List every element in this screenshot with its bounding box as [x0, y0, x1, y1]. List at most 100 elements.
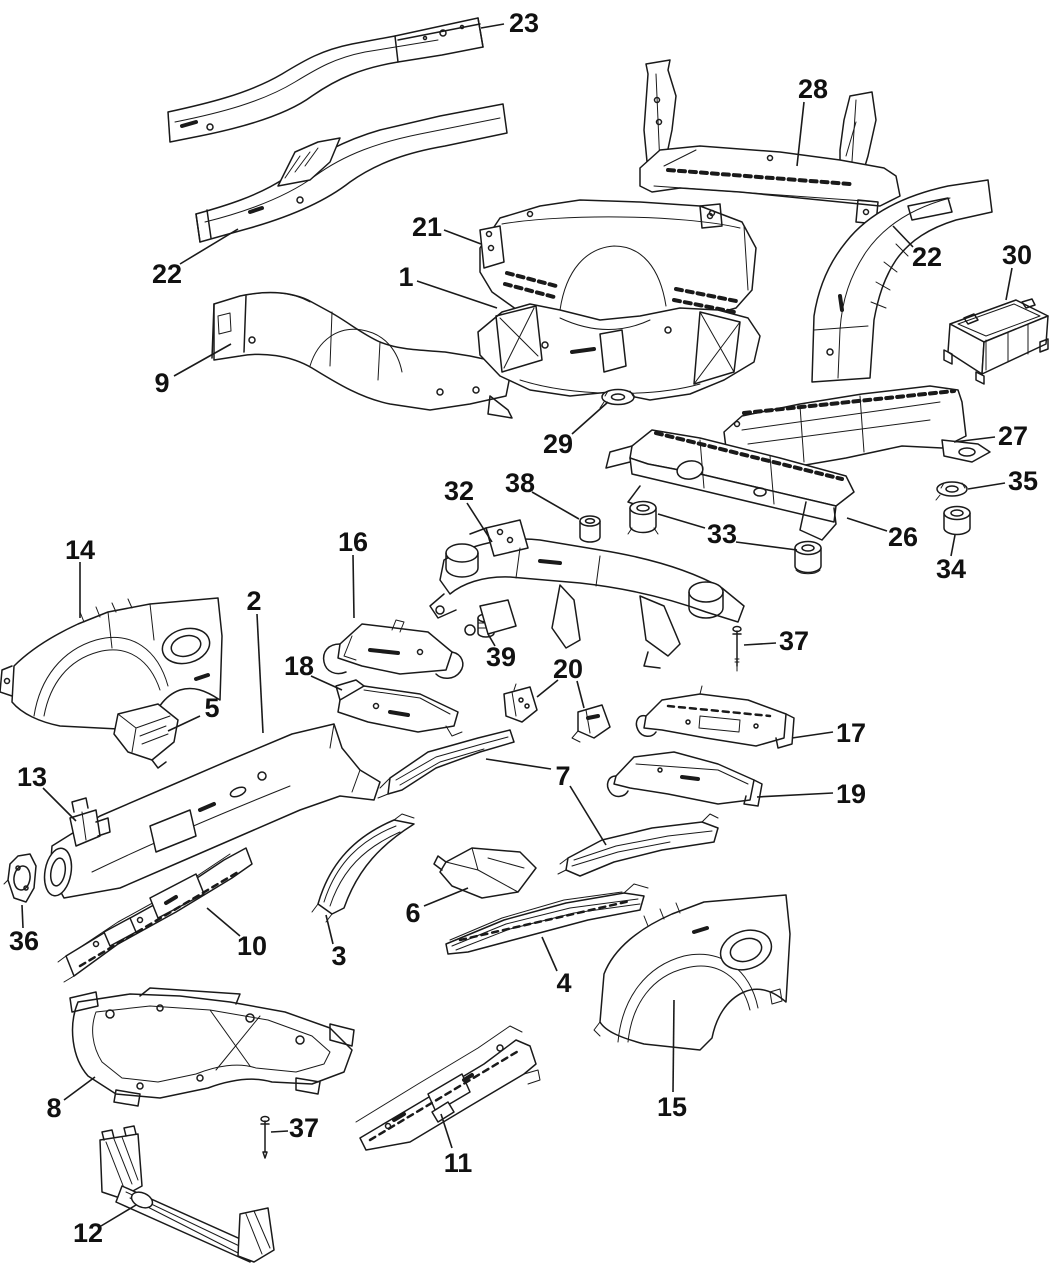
part-22-frame-rail-left	[195, 103, 508, 243]
callout-37-bolt-upper: 37	[779, 626, 809, 656]
part-38-bushing	[579, 515, 601, 543]
callout-29-washer-29: 29	[543, 429, 573, 459]
leader-engine-cradle	[63, 1076, 96, 1101]
part-37-bolt-upper	[732, 625, 742, 672]
callout-21-dash-panel-bracket: 21	[412, 212, 442, 242]
leader-front-rail	[256, 613, 264, 734]
callout-8-engine-cradle: 8	[46, 1093, 61, 1123]
callout-4-sill-rail-4: 4	[556, 968, 571, 998]
part-10-sill-rail	[57, 847, 253, 983]
part-30-battery-tray	[943, 298, 1049, 385]
callout-26-rear-crossmember: 26	[888, 522, 918, 552]
part-29-washer	[599, 388, 635, 409]
leader-washer-29	[571, 401, 609, 435]
callout-37-bolt-lower: 37	[289, 1113, 319, 1143]
leader-brackets-20	[536, 679, 559, 698]
leader-sill-rail-4	[541, 936, 558, 972]
callout-17-rail-17: 17	[836, 718, 866, 748]
leader-rear-side-rail	[953, 436, 996, 443]
leader-bolt-lower	[270, 1130, 289, 1133]
part-18-rail	[335, 679, 463, 737]
callout-18-rail-18: 18	[284, 651, 314, 681]
leader-cowl-assembly	[416, 280, 498, 309]
part-28-rear-body-panel	[639, 59, 901, 229]
callout-32-suspension-crossmember: 32	[444, 476, 474, 506]
leader-suspension-crossmember	[466, 502, 493, 543]
part-36-plate	[3, 853, 37, 903]
callout-38-bushing-38: 38	[505, 468, 535, 498]
leader-bushings-33	[657, 513, 706, 529]
leader-sill-rail-11	[440, 1113, 453, 1149]
callout-39-bushing-39: 39	[486, 642, 516, 672]
part-3-arch-rail	[311, 813, 415, 923]
part-2-front-rail	[43, 723, 381, 899]
callout-7-sill-rails-7: 7	[555, 761, 570, 791]
leader-washer-35	[967, 482, 1006, 490]
part-15-wheelhouse-right	[593, 894, 791, 1051]
callout-22-frame-rail-left: 22	[152, 259, 182, 289]
callout-9-front-apron: 9	[154, 368, 169, 398]
callout-33-bushings-33: 33	[707, 519, 737, 549]
callout-5-wedge-5: 5	[204, 693, 219, 723]
leader-rail-19	[756, 792, 834, 798]
leader-battery-tray	[1005, 267, 1013, 301]
leader-rail-18	[310, 675, 343, 691]
callout-11-sill-rail-11: 11	[444, 1148, 473, 1178]
part-14-wheelhouse-left	[0, 597, 223, 731]
part-7-sill-rails	[377, 729, 719, 877]
leader-front-apron	[173, 343, 232, 377]
leader-sill-rails-7	[569, 785, 607, 846]
callout-30-battery-tray: 30	[1002, 240, 1032, 270]
part-11-sill-rail	[355, 1025, 541, 1151]
leader-sill-rail-10	[206, 907, 241, 937]
callout-19-rail-19: 19	[836, 779, 866, 809]
leader-brackets-20	[576, 680, 585, 709]
part-26-rear-crossmember	[605, 429, 855, 541]
leader-front-crossmember-12	[100, 1204, 137, 1227]
callout-2-front-rail: 2	[246, 586, 261, 616]
part-16-crossmember	[322, 619, 464, 679]
callout-34-bushing-34: 34	[936, 554, 966, 584]
part-9-front-apron	[211, 291, 513, 419]
callout-15-wheelhouse-right: 15	[657, 1092, 687, 1122]
part-23-rear-frame-rail	[167, 17, 484, 143]
callout-6-bracket-6: 6	[405, 898, 420, 928]
part-22-frame-rail-right	[811, 179, 993, 383]
part-17-rail	[635, 685, 795, 749]
part-8-engine-cradle	[69, 987, 355, 1107]
part-6-bracket	[433, 847, 537, 899]
callout-10-sill-rail-10: 10	[237, 931, 267, 961]
leader-sill-rails-7	[485, 758, 552, 770]
part-20-brackets	[503, 683, 611, 743]
leader-dash-panel-bracket	[443, 229, 482, 245]
leader-bushings-33	[735, 541, 798, 551]
leader-bushing-34	[950, 534, 956, 557]
callout-13-bracket-13: 13	[17, 762, 47, 792]
leader-bolt-upper	[743, 642, 777, 646]
leader-wedge-5	[167, 715, 201, 732]
leader-bushing-38	[531, 491, 580, 520]
leader-wheelhouse-right	[672, 999, 675, 1093]
part-37-bolt-lower	[260, 1115, 270, 1159]
part-12-front-crossmember	[99, 1125, 275, 1263]
leader-arch-rail-3	[325, 914, 334, 945]
callout-28-rear-body-panel: 28	[798, 74, 828, 104]
leader-rear-body-panel	[796, 101, 805, 167]
part-21-dash-panel	[479, 199, 757, 325]
part-4-sill-rail	[445, 883, 649, 955]
leader-bushing-39	[487, 633, 496, 647]
leader-frame-rail-right	[892, 225, 914, 248]
callout-35-washer-35: 35	[1008, 466, 1038, 496]
leader-frame-rail-left	[179, 228, 239, 265]
callout-12-front-crossmember-12: 12	[73, 1218, 103, 1248]
leader-rear-frame-rail-upper	[480, 23, 505, 29]
callout-36-plate-36: 36	[9, 926, 39, 956]
callout-20-brackets-20: 20	[553, 654, 583, 684]
part-19-rail	[606, 751, 763, 807]
leader-plate-36	[21, 904, 24, 929]
part-32-suspension-crossmember	[429, 519, 745, 669]
callout-23-rear-frame-rail-upper: 23	[509, 8, 539, 38]
callout-1-cowl-assembly: 1	[398, 262, 413, 292]
